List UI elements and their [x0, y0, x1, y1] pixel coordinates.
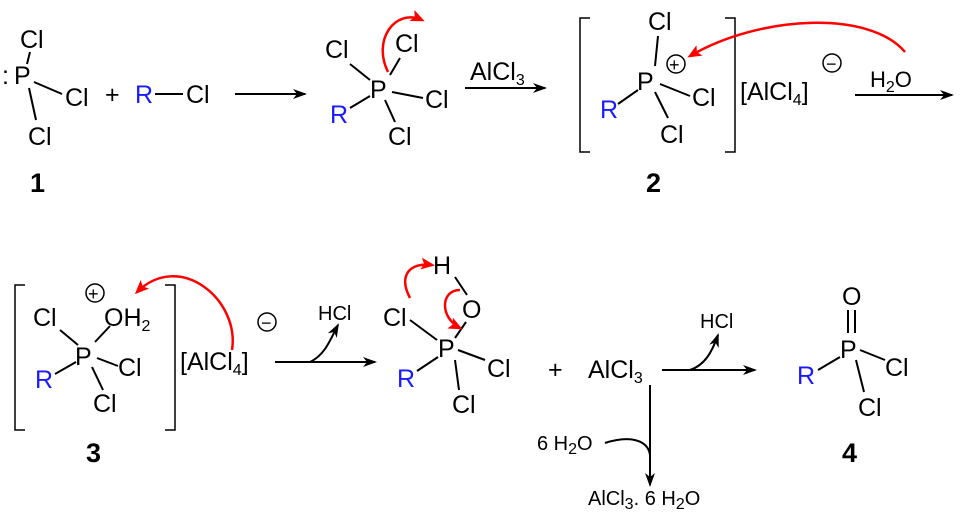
atom-cl: Cl — [33, 304, 57, 332]
atom-r: R — [135, 81, 153, 109]
lone-pair: : — [2, 62, 9, 90]
atom-cl: Cl — [452, 391, 476, 419]
byproduct-hcl: HCl — [318, 303, 351, 325]
electron-arrow — [381, 10, 425, 73]
intermediate-rpcl4: Cl Cl P Cl R Cl — [325, 10, 449, 151]
electron-arrow — [443, 288, 463, 330]
atom-cl: Cl — [648, 8, 672, 36]
plus-sign: + — [105, 81, 120, 109]
atom-cl: Cl — [692, 84, 716, 112]
atom-cl: Cl — [118, 354, 142, 382]
aluminate-anion: [AlCl4] — [180, 348, 249, 379]
atom-p: P — [370, 76, 387, 104]
atom-r: R — [600, 96, 618, 124]
atom-p: P — [14, 62, 31, 90]
atom-h: H — [433, 252, 451, 280]
compound-2: Cl P + Cl R Cl [AlCl4] − 2 — [579, 8, 906, 198]
reagent-alcl3: AlCl3 — [470, 58, 525, 89]
atom-cl: Cl — [487, 355, 511, 383]
atom-cl: Cl — [65, 84, 89, 112]
negative-charge: − — [826, 54, 837, 74]
atom-cl: Cl — [395, 30, 419, 58]
compound-1: : P Cl Cl Cl 1 — [2, 26, 89, 198]
atom-cl: Cl — [383, 304, 407, 332]
compound-4: O P Cl R Cl 4 — [797, 283, 909, 468]
electron-arrow — [134, 275, 234, 351]
intermediate-hydroxy: H O Cl P Cl R Cl — [383, 252, 511, 419]
compound-label-3: 3 — [86, 438, 101, 468]
atom-cl: Cl — [388, 123, 412, 151]
positive-charge: + — [669, 55, 680, 75]
atom-cl: Cl — [28, 123, 52, 151]
compound-label-1: 1 — [30, 168, 45, 198]
byproduct-hcl: HCl — [700, 311, 733, 333]
atom-p: P — [438, 335, 455, 363]
atom-cl: Cl — [20, 26, 44, 54]
atom-r: R — [797, 362, 815, 390]
compound-label-4: 4 — [842, 438, 857, 468]
compound-label-2: 2 — [646, 168, 661, 198]
atom-cl: Cl — [885, 354, 909, 382]
atom-o: O — [462, 296, 481, 324]
atom-r: R — [330, 101, 348, 129]
atom-cl: Cl — [325, 36, 349, 64]
atom-oh2: OH2 — [104, 304, 151, 335]
atom-o: O — [842, 283, 861, 311]
atom-cl: Cl — [93, 390, 117, 418]
aluminum-chloride-hydrate: AlCl3. 6 H2O — [588, 488, 700, 512]
positive-charge: + — [88, 284, 99, 304]
atom-cl: Cl — [186, 81, 210, 109]
reagent-six-water: 6 H2O — [537, 433, 593, 458]
electron-arrow — [687, 21, 906, 58]
alkyl-chloride: R Cl — [135, 81, 210, 109]
electron-arrow — [404, 257, 435, 299]
atom-cl: Cl — [425, 86, 449, 114]
aluminate-anion: [AlCl4] — [740, 78, 809, 109]
reagent-alcl3: AlCl3 — [588, 356, 643, 387]
negative-charge: − — [261, 313, 272, 333]
compound-3: + OH2 Cl P Cl R Cl [AlCl4] − 3 — [14, 275, 277, 468]
atom-p: P — [840, 336, 857, 364]
atom-r: R — [397, 365, 415, 393]
byproduct-arrow — [309, 323, 339, 363]
atom-r: R — [35, 366, 53, 394]
atom-p: P — [637, 68, 654, 96]
byproduct-arrow — [689, 333, 719, 371]
atom-p: P — [75, 343, 92, 371]
atom-cl: Cl — [858, 394, 882, 422]
reagent-water: H2O — [870, 67, 912, 96]
plus-sign: + — [548, 356, 563, 384]
atom-cl: Cl — [660, 121, 684, 149]
